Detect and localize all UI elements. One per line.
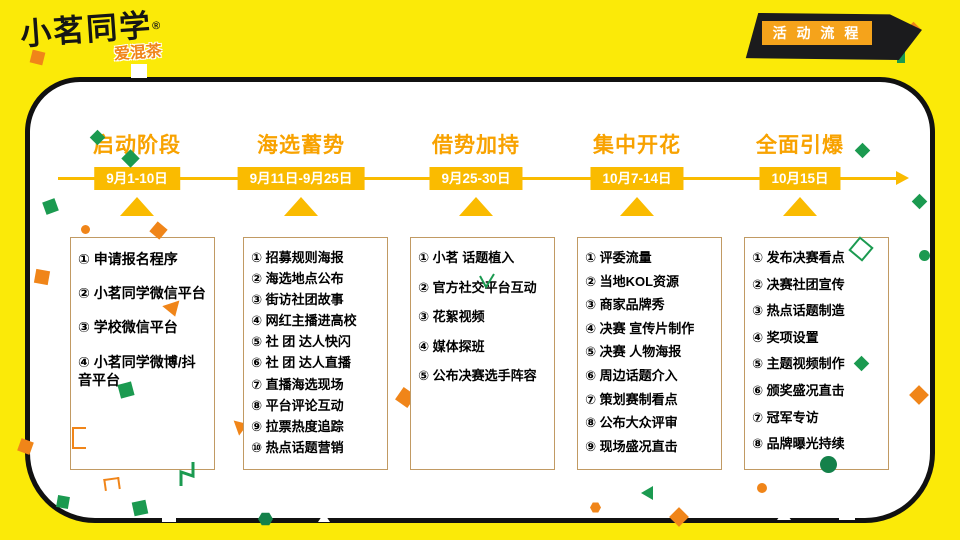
list-item: ⑦ 直播海选现场: [251, 376, 344, 392]
list-item: ⑥ 周边话题介入: [585, 367, 678, 383]
confetti-orange-circle: [81, 225, 90, 234]
confetti-orange-bracket: [72, 427, 86, 449]
list-item: ① 发布决赛看点: [752, 250, 845, 265]
confetti-green-square: [56, 495, 70, 509]
date-badge-5: 10月15日: [759, 167, 841, 190]
phase-title-3: 借势加持: [432, 134, 520, 157]
date-badge-2: 9月11日-9月25日: [237, 167, 365, 190]
list-item: ⑨ 现场盛况直击: [585, 438, 678, 454]
border-notch-triangle: [318, 513, 330, 522]
list-item: ⑩ 热点话题营销: [251, 439, 344, 455]
banner-label: 活 动 流 程: [772, 25, 862, 41]
date-badge-3: 9月25-30日: [429, 167, 523, 190]
border-notch: [162, 511, 176, 522]
list-item: ⑤ 主题视频制作: [752, 356, 845, 372]
confetti-green-square: [131, 499, 149, 517]
border-notch: [131, 64, 147, 78]
list-item: ④ 决赛 宣传片制作: [585, 320, 695, 336]
marker-triangle-4: [620, 197, 654, 216]
phase-box-3: ① 小茗 话题植入 ② 官方社交平台互动 ③ 花絮视频 ④ 媒体探班 ⑤ 公布决…: [410, 237, 555, 470]
border-notch: [839, 510, 855, 520]
list-item: ⑤ 决赛 人物海报: [585, 344, 682, 360]
list-item: ② 海选地点公布: [251, 271, 344, 287]
list-item: ④ 媒体探班: [418, 338, 485, 354]
list-item: ③ 商家品牌秀: [585, 297, 665, 313]
confetti-green-hexagon: [258, 512, 273, 526]
timeline-arrow-icon: [896, 171, 909, 185]
phase-title-5: 全面引爆: [756, 134, 844, 157]
list-item: ② 决赛社团宣传: [752, 276, 845, 292]
confetti-orange-circle: [757, 483, 767, 493]
list-item: ⑦ 冠军专访: [752, 409, 819, 425]
list-item: ⑥ 颁奖盛况直击: [752, 382, 845, 398]
list-item: ⑦ 策划赛制看点: [585, 391, 678, 407]
list-item: ⑧ 品牌曝光持续: [752, 436, 845, 452]
confetti-orange-square: [33, 268, 51, 286]
phase-box-1: ① 申请报名程序 ② 小茗同学微信平台 ③ 学校微信平台 ④ 小茗同学微博/抖音…: [70, 237, 215, 470]
list-item: ② 当地KOL资源: [585, 273, 680, 289]
phase-box-2: ① 招募规则海报 ② 海选地点公布 ③ 街访社团故事 ④ 网红主播进高校 ⑤ 社…: [243, 237, 388, 470]
confetti-green-triangle: [641, 486, 653, 500]
banner-activity-flow: 活 动 流 程: [745, 13, 922, 60]
list-item: ⑤ 公布决赛选手阵容: [418, 368, 537, 384]
date-badge-1: 9月1-10日: [94, 167, 180, 190]
phase-title-2: 海选蓄势: [257, 134, 345, 157]
list-item: ⑥ 社 团 达人直播: [251, 355, 351, 371]
list-item: ③ 花絮视频: [418, 309, 485, 325]
banner-green-square: [897, 52, 905, 63]
phase-box-4: ① 评委流量 ② 当地KOL资源 ③ 商家品牌秀 ④ 决赛 宣传片制作 ⑤ 决赛…: [577, 237, 722, 470]
trademark-symbol: ®: [151, 19, 161, 33]
list-item: ④ 小茗同学微博/抖音平台: [78, 353, 196, 388]
list-item: ① 申请报名程序: [78, 251, 178, 267]
list-item: ① 招募规则海报: [251, 250, 344, 265]
list-item: ② 小茗同学微信平台: [78, 285, 206, 302]
list-item: ③ 街访社团故事: [251, 292, 344, 308]
marker-triangle-5: [783, 197, 817, 216]
border-notch-triangle: [777, 510, 791, 520]
phase-box-5: ① 发布决赛看点 ② 决赛社团宣传 ③ 热点话题制造 ④ 奖项设置 ⑤ 主题视频…: [744, 237, 889, 470]
phase-title-1: 启动阶段: [93, 134, 181, 157]
brand-logo: 小茗同学® 爱混茶: [19, 0, 162, 64]
confetti-green-check: [478, 272, 496, 295]
confetti-green-circle: [820, 456, 837, 473]
list-item: ③ 热点话题制造: [752, 303, 845, 319]
marker-triangle-1: [120, 197, 154, 216]
list-item: ③ 学校微信平台: [78, 319, 178, 336]
banner-label-plate: 活 动 流 程: [762, 21, 872, 45]
phase-title-4: 集中开花: [593, 134, 681, 157]
list-item: ① 小茗 话题植入: [418, 250, 515, 265]
list-item: ⑧ 平台评论互动: [251, 397, 344, 413]
date-badge-4: 10月7-14日: [590, 167, 684, 190]
list-item: ④ 奖项设置: [752, 329, 819, 345]
list-item: ⑨ 拉票热度追踪: [251, 418, 344, 434]
marker-triangle-2: [284, 197, 318, 216]
list-item: ① 评委流量: [585, 250, 652, 265]
confetti-green-zigzag: [178, 460, 204, 493]
list-item: ⑧ 公布大众评审: [585, 415, 678, 431]
confetti-orange-hexagon: [590, 502, 601, 513]
confetti-green-circle: [919, 250, 930, 261]
brand-tagline: 爱混茶: [113, 43, 163, 64]
list-item: ⑤ 社 团 达人快闪: [251, 334, 351, 350]
confetti-orange-bracket: [103, 476, 121, 492]
marker-triangle-3: [459, 197, 493, 216]
list-item: ② 官方社交平台互动: [418, 279, 537, 295]
list-item: ④ 网红主播进高校: [251, 313, 357, 329]
